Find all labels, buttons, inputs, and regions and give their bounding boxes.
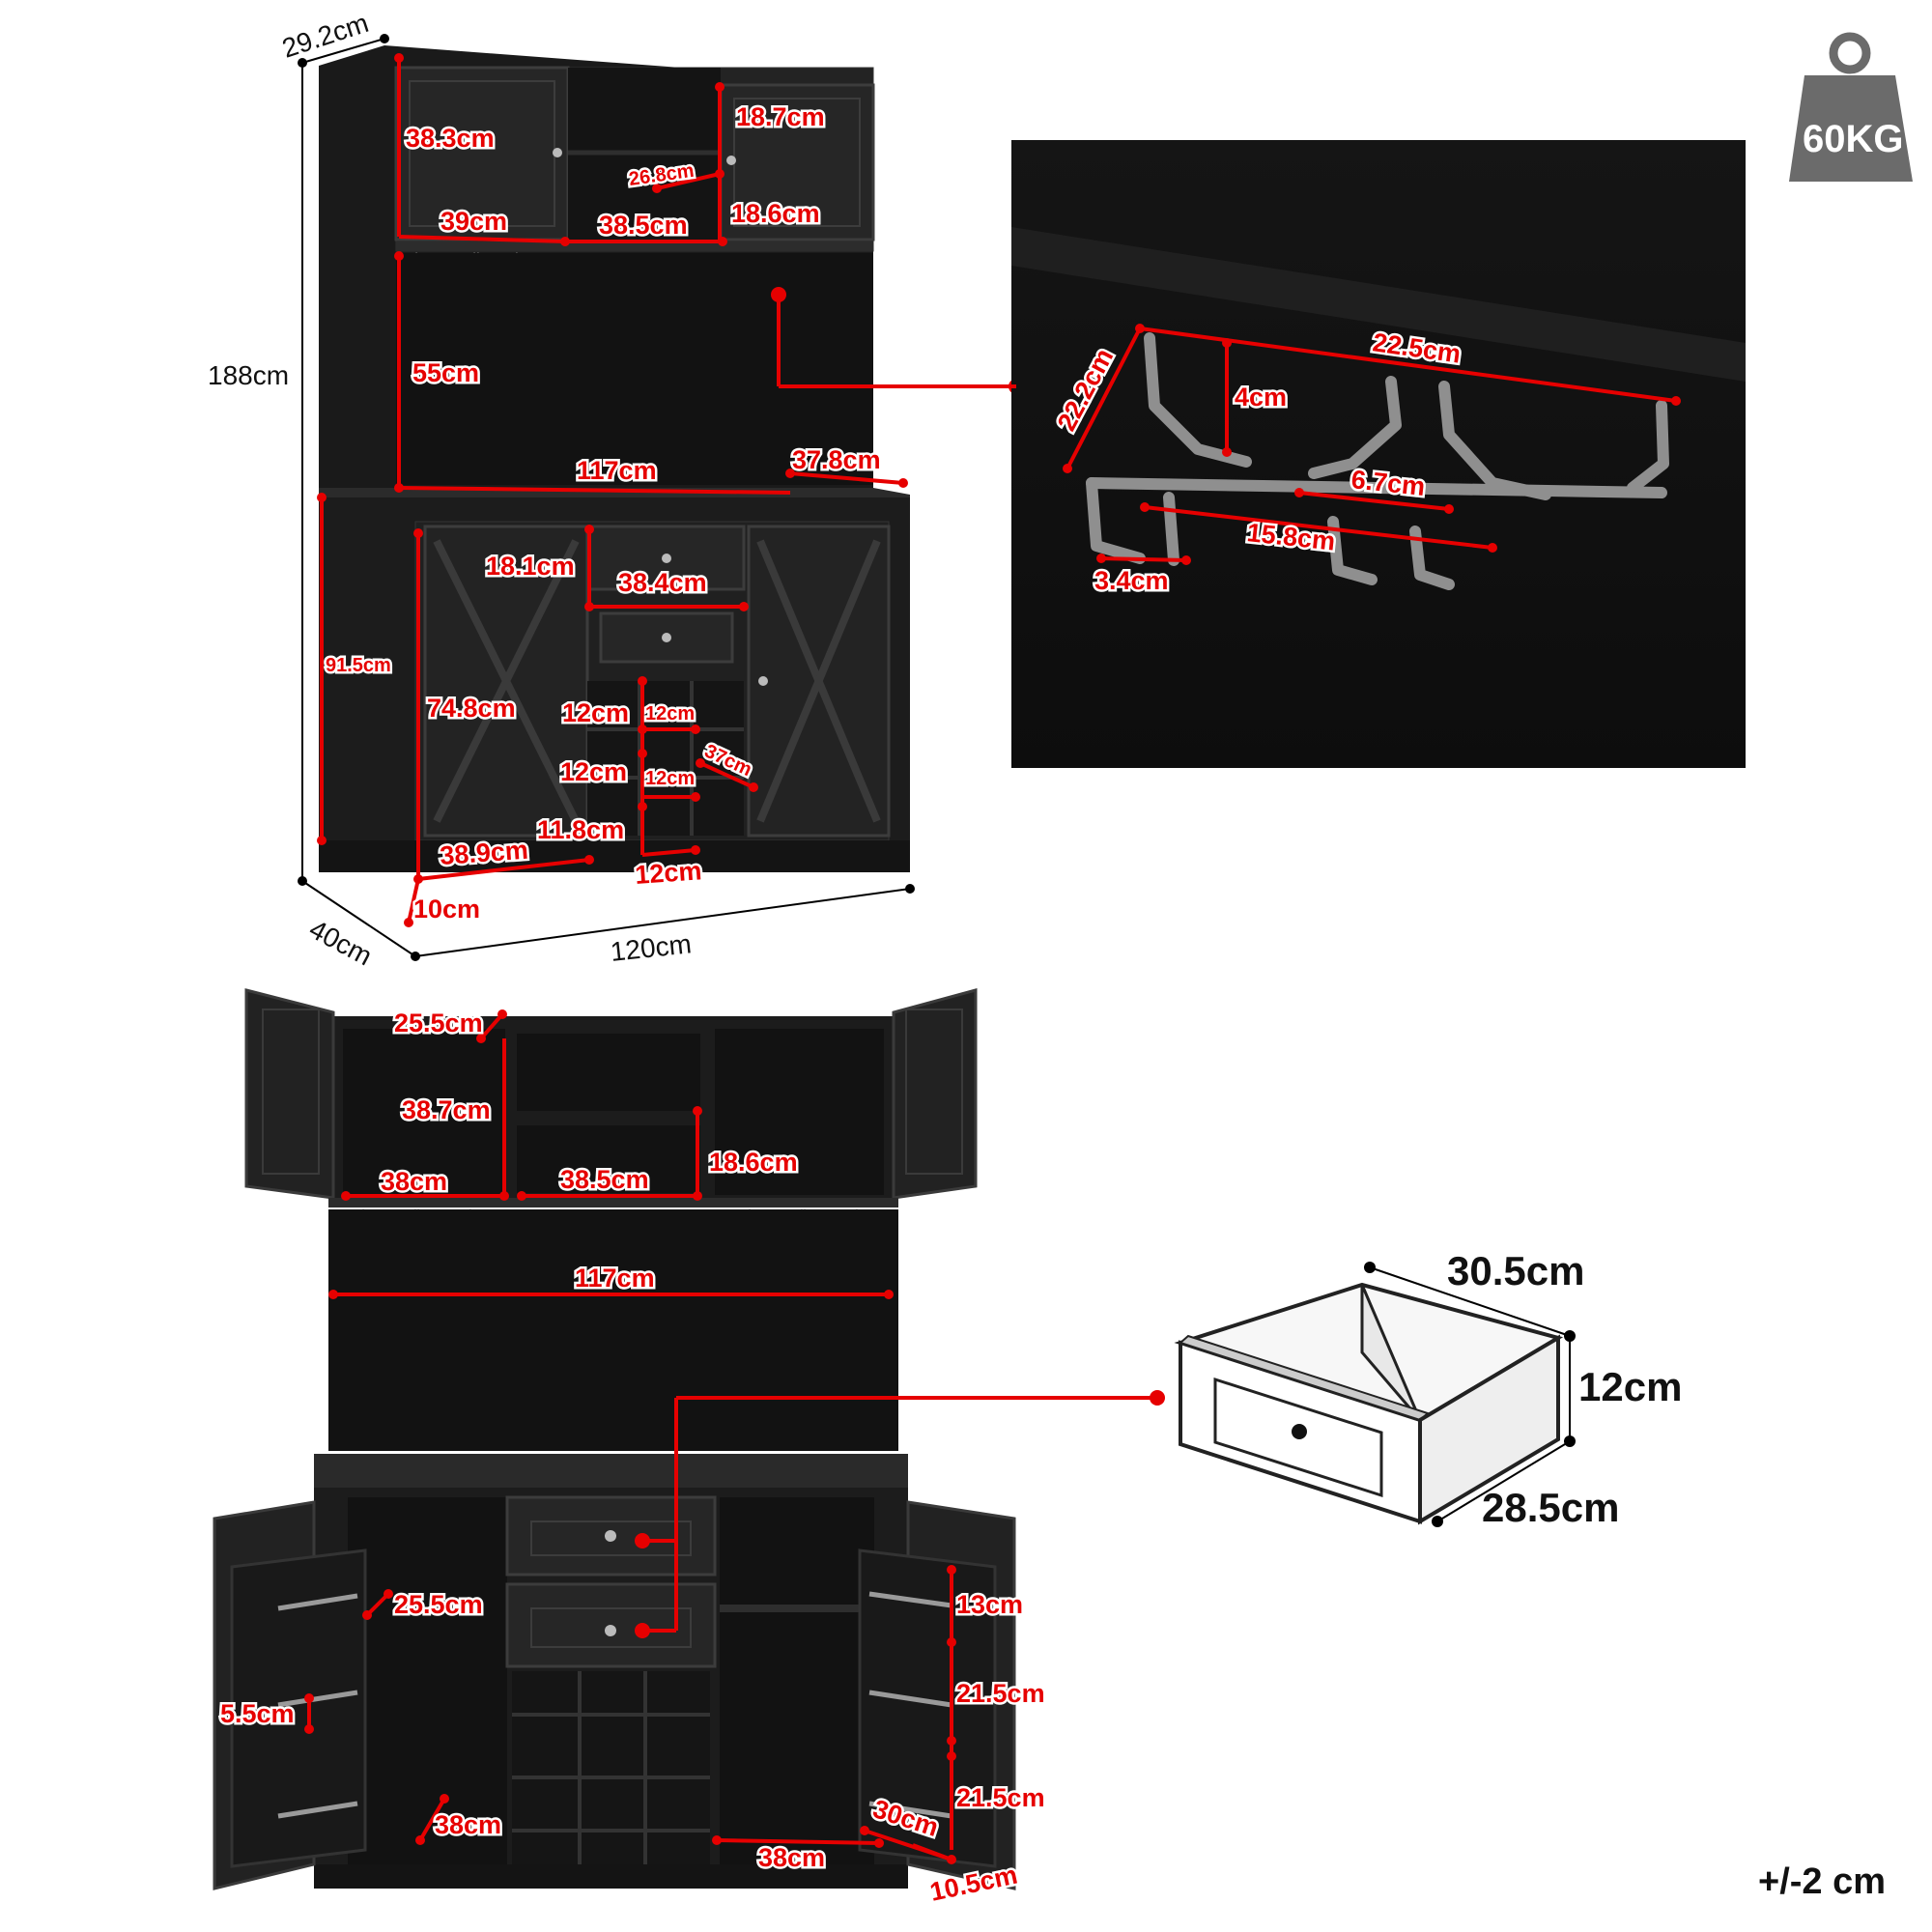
door-shelf-3-label: 21.5cm	[956, 1783, 1045, 1812]
hutch-door-height-label: 38.3cm	[406, 124, 495, 153]
open-counter-top	[314, 1454, 908, 1488]
door-shelf-2-label: 21.5cm	[956, 1679, 1045, 1708]
wine-bottom-width-label: 12cm	[634, 856, 702, 890]
open-hutch-left-door	[244, 988, 335, 1200]
depth-line	[301, 880, 416, 957]
base-door-height-label: 74.8cm	[427, 694, 516, 723]
drawer-height-label: 12cm	[1578, 1364, 1682, 1409]
open-hutch-shelf-depth-label: 25.5cm	[394, 1009, 483, 1037]
hutch-shelf-width-label: 38.5cm	[599, 211, 688, 240]
door-rail-icon	[868, 1591, 952, 1819]
open-counter-space	[328, 1209, 898, 1451]
drawer-width-label: 30.5cm	[1447, 1248, 1584, 1293]
base-height-label: 91.5cm	[326, 655, 391, 676]
rack-detail-dimensions	[779, 324, 1681, 565]
rack-drop-label: 4cm	[1235, 383, 1287, 412]
hutch-counter-space	[396, 253, 873, 485]
door-rail-icon	[277, 1593, 358, 1819]
weight-label: 60KG	[1803, 118, 1904, 160]
knob-icon	[605, 1625, 616, 1636]
wine-cell-height-label: 12cm	[562, 698, 629, 727]
wine-cell-width-small-label: 12cm	[645, 703, 695, 724]
knob-icon	[605, 1530, 616, 1542]
drawer-knob-icon	[1292, 1424, 1307, 1439]
wine-cell-2-height-label: 12cm	[560, 757, 627, 786]
open-hutch-center-height-label: 18.6cm	[709, 1148, 798, 1177]
open-view-dimensions	[304, 1009, 1165, 1864]
weight-icon: 60KG	[1789, 32, 1913, 182]
hutch-right-door	[719, 83, 875, 242]
rack-detail-panel	[1011, 140, 1746, 768]
base-door-width-label: 38.9cm	[439, 836, 528, 870]
rack-slot-gap-label: 6.7cm	[1350, 465, 1426, 501]
rack-rail-width-label: 3.4cm	[1094, 566, 1169, 595]
open-hutch-center-width-label: 38.5cm	[560, 1165, 649, 1194]
front-view-dimensions	[317, 53, 1024, 927]
hutch-right-upper-label: 18.7cm	[736, 102, 825, 131]
hutch-door-width-label: 39cm	[440, 207, 507, 236]
knob-icon	[553, 148, 562, 157]
counter-depth-label: 37.8cm	[792, 445, 881, 474]
top-depth-line	[301, 38, 385, 64]
hutch-right-lower-label: 18.6cm	[731, 199, 820, 228]
open-hutch-left-width-label: 38cm	[381, 1167, 447, 1196]
counter-space-height-label: 55cm	[412, 358, 479, 387]
door-rack-depth-label: 25.5cm	[394, 1590, 483, 1619]
overall-width-label: 120cm	[609, 928, 693, 967]
open-view-cabinet	[213, 988, 1016, 1890]
width-line	[414, 888, 911, 957]
front-view-labels: 29.2cm 188cm 40cm 120cm 38.3cm 39cm 38.5…	[208, 8, 883, 972]
drawer-depth-label: 28.5cm	[1482, 1485, 1619, 1530]
tolerance-label: +/-2 cm	[1758, 1861, 1886, 1902]
counter-width-label: 117cm	[577, 456, 657, 485]
open-hutch-interior-height-label: 38.7cm	[402, 1095, 491, 1124]
overall-height-label: 188cm	[208, 360, 289, 390]
drawer-height-label: 18.1cm	[486, 552, 575, 581]
door-rack-lip-label: 5.5cm	[220, 1699, 295, 1728]
plinth	[319, 840, 910, 872]
right-floor-width-label: 38cm	[758, 1843, 825, 1872]
knob-icon	[726, 156, 736, 165]
knob-icon	[662, 633, 671, 642]
left-floor-width-label: 38cm	[435, 1810, 501, 1839]
knob-icon	[662, 554, 671, 563]
open-counter-width-label: 117cm	[575, 1264, 655, 1293]
wine-cell-3-label: 11.8cm	[537, 815, 624, 844]
drawer-width-label: 38.4cm	[618, 568, 707, 597]
door-shelf-1-label: 13cm	[956, 1590, 1023, 1619]
plinth-height-label: 10cm	[413, 895, 480, 923]
knob-icon	[758, 676, 768, 686]
stemware-rack-icon	[1086, 332, 1669, 590]
open-wine-rack	[512, 1671, 710, 1864]
wine-cell-2-width-label: 12cm	[645, 768, 695, 789]
wine-rack	[587, 681, 744, 836]
drawer-detail: 30.5cm 12cm 28.5cm	[1174, 1248, 1682, 1530]
